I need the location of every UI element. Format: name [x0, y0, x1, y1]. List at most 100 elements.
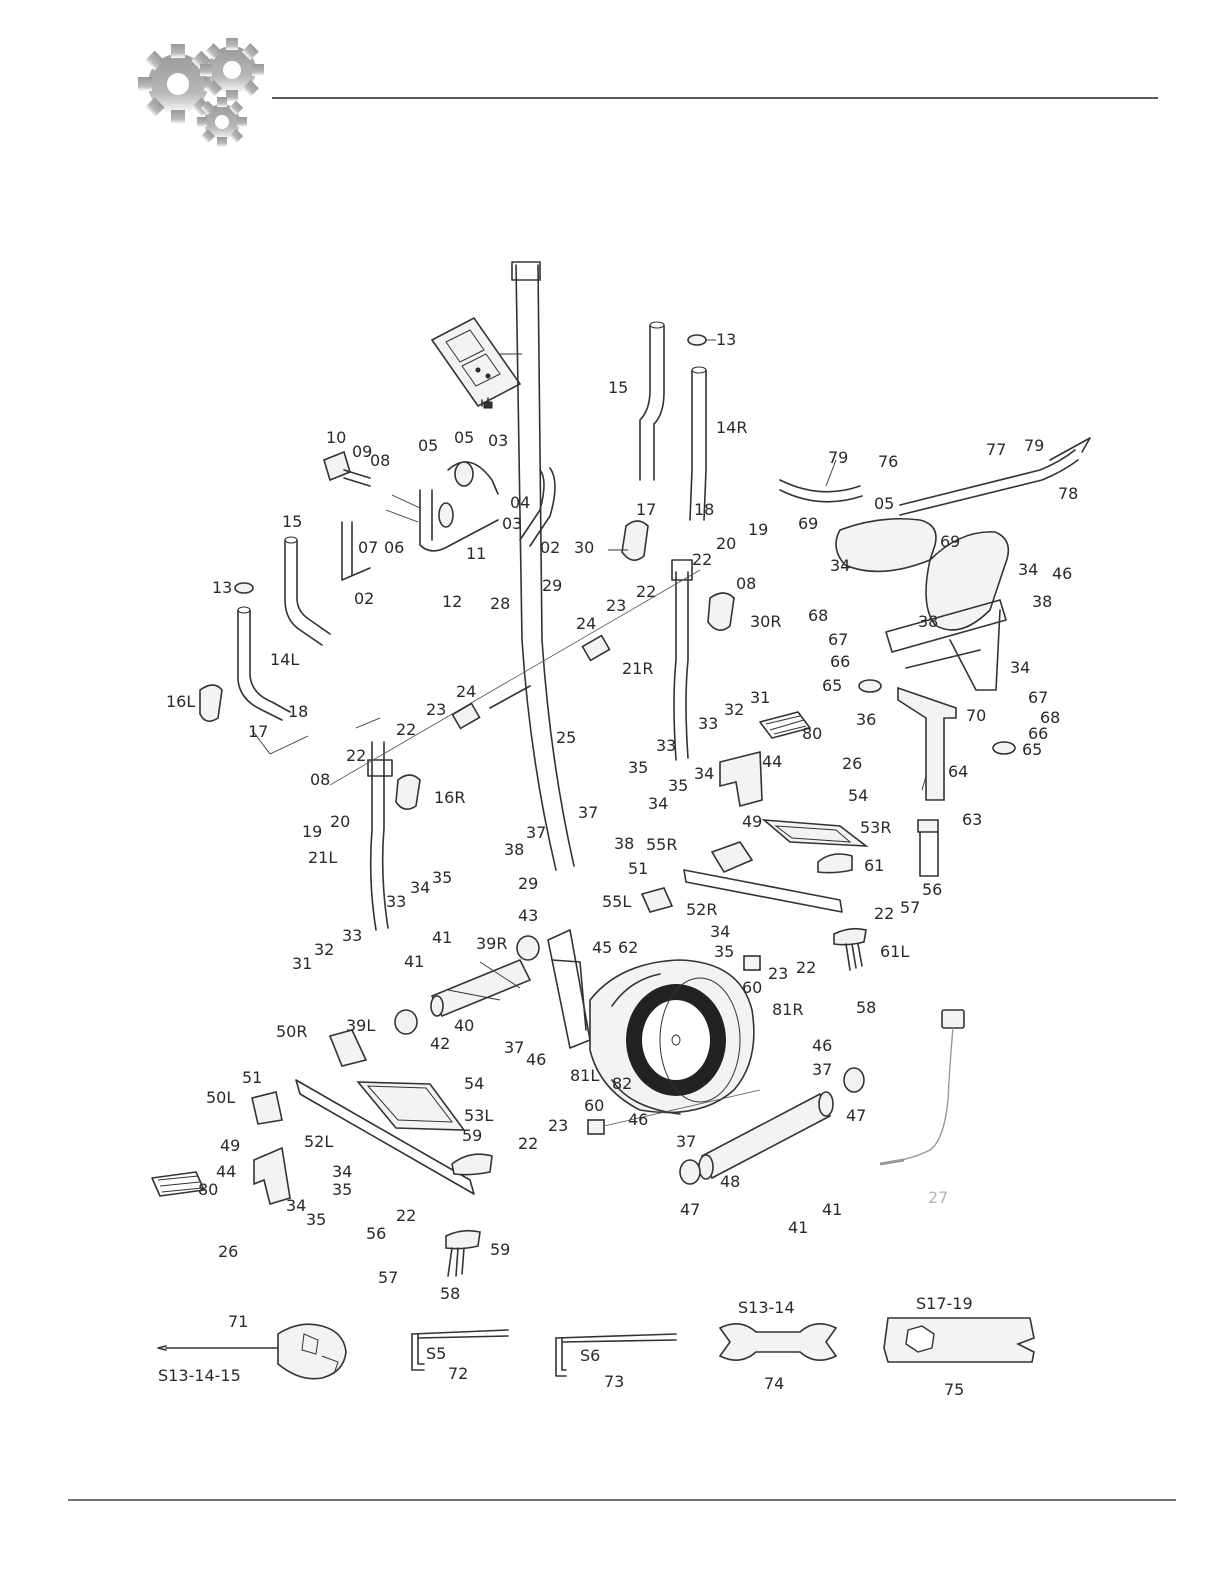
grip-16R	[395, 774, 421, 810]
part-label-l02a: 02	[540, 538, 560, 557]
part-label-l56b: 56	[366, 1224, 386, 1243]
part-label-l66a: 66	[830, 652, 850, 671]
part-label-l61L: 61L	[880, 942, 909, 961]
handlebar-left	[234, 536, 331, 721]
part-label-l22g: 22	[518, 1134, 538, 1153]
part-label-l07: 07	[358, 538, 378, 557]
part-label-l22h: 22	[396, 1206, 416, 1225]
part-label-l17b: 17	[636, 500, 656, 519]
tube-60-left	[587, 1089, 761, 1135]
part-label-l41d: 41	[822, 1200, 842, 1219]
foot-pad-80-left	[151, 1171, 205, 1197]
part-label-l19a: 19	[748, 520, 768, 539]
roller-40	[430, 958, 532, 1018]
part-label-l37e: 37	[676, 1132, 696, 1151]
part-label-l27: 27	[928, 1188, 948, 1207]
part-label-l49b: 49	[220, 1136, 240, 1155]
part-label-l76: 76	[878, 452, 898, 471]
part-label-l34d: 34	[694, 764, 714, 783]
bracket-50R	[328, 1029, 368, 1067]
part-label-l37a: 37	[578, 803, 598, 822]
part-label-l30: 30	[574, 538, 594, 557]
part-label-l16R: 16R	[434, 788, 465, 807]
part-label-l11: 11	[466, 544, 486, 563]
part-label-l22b: 22	[636, 582, 656, 601]
knob-65-right	[992, 741, 1016, 755]
part-label-l77: 77	[986, 440, 1006, 459]
part-label-l18a: 18	[288, 702, 308, 721]
part-label-l21R: 21R	[622, 659, 653, 678]
part-label-lS1314: S13-14	[738, 1298, 795, 1317]
part-label-l13a: 13	[716, 330, 736, 349]
part-label-l05c: 05	[874, 494, 894, 513]
part-label-l50L: 50L	[206, 1088, 235, 1107]
end-cap-47-bottom	[679, 1159, 701, 1185]
knob-65-left	[858, 679, 882, 693]
part-label-l44a: 44	[762, 752, 782, 771]
part-label-l52R: 52R	[686, 900, 717, 919]
foot-pad-80-right	[759, 711, 811, 739]
part-label-l58b: 58	[440, 1284, 460, 1303]
pivot-55R	[710, 841, 754, 874]
part-label-l24a: 24	[576, 614, 596, 633]
part-label-l28: 28	[490, 594, 510, 613]
part-label-l70: 70	[966, 706, 986, 725]
part-label-l61: 61	[864, 856, 884, 875]
part-label-l32a: 32	[724, 700, 744, 719]
part-label-l51b: 51	[242, 1068, 262, 1087]
part-label-l23b: 23	[426, 700, 446, 719]
part-label-l42: 42	[430, 1034, 450, 1053]
part-label-l80a: 80	[802, 724, 822, 743]
part-label-l41b: 41	[404, 952, 424, 971]
part-label-l34i: 34	[286, 1196, 306, 1215]
pedal-part-61	[817, 853, 853, 874]
end-cap-39R	[516, 935, 540, 961]
part-label-l55R: 55R	[646, 835, 677, 854]
part-label-lS1719: S17-19	[916, 1294, 973, 1313]
part-label-l68a: 68	[808, 606, 828, 625]
part-label-l17a: 17	[248, 722, 268, 741]
part-label-l10: 10	[326, 428, 346, 447]
part-label-l14R: 14R	[716, 418, 747, 437]
part-label-l15b: 15	[282, 512, 302, 531]
pedal-part-59-top	[451, 1153, 493, 1176]
crank-post-45	[547, 929, 591, 1049]
part-label-l81L: 81L	[570, 1066, 599, 1085]
grip-30	[621, 520, 649, 561]
pedal-part-61L	[833, 927, 867, 971]
part-label-l13b: 13	[212, 578, 232, 597]
part-label-l34f: 34	[710, 922, 730, 941]
part-label-l58a: 58	[856, 998, 876, 1017]
part-label-l45: 45	[592, 938, 612, 957]
part-label-l78: 78	[1058, 484, 1078, 503]
part-label-l29b: 29	[518, 874, 538, 893]
seat-bar-78	[779, 437, 1091, 516]
part-label-l53R: 53R	[860, 818, 891, 837]
part-label-l20b: 20	[330, 812, 350, 831]
part-label-l34c: 34	[1010, 658, 1030, 677]
part-label-l31a: 31	[750, 688, 770, 707]
part-label-l49a: 49	[742, 812, 762, 831]
part-label-lS6: S6	[580, 1346, 600, 1365]
part-label-l47b: 47	[680, 1200, 700, 1219]
part-label-l34a: 34	[1018, 560, 1038, 579]
seat-69	[835, 518, 1010, 631]
bracket-50L	[251, 1091, 283, 1125]
part-label-l73: 73	[604, 1372, 624, 1391]
part-label-l36: 36	[856, 710, 876, 729]
part-label-l15a: 15	[608, 378, 628, 397]
part-label-l23a: 23	[606, 596, 626, 615]
part-label-l34b: 34	[830, 556, 850, 575]
part-label-lS5: S5	[426, 1344, 446, 1363]
part-label-l68b: 68	[1040, 708, 1060, 727]
tool-74-wrench-s13-14	[718, 1323, 838, 1361]
part-label-l67a: 67	[828, 630, 848, 649]
part-label-l51a: 51	[628, 859, 648, 878]
part-label-l48: 48	[720, 1172, 740, 1191]
part-label-l22d: 22	[346, 746, 366, 765]
part-label-l23c: 23	[768, 964, 788, 983]
part-label-l75: 75	[944, 1380, 964, 1399]
seat-post-64	[897, 686, 957, 877]
part-label-l37b: 37	[526, 823, 546, 842]
